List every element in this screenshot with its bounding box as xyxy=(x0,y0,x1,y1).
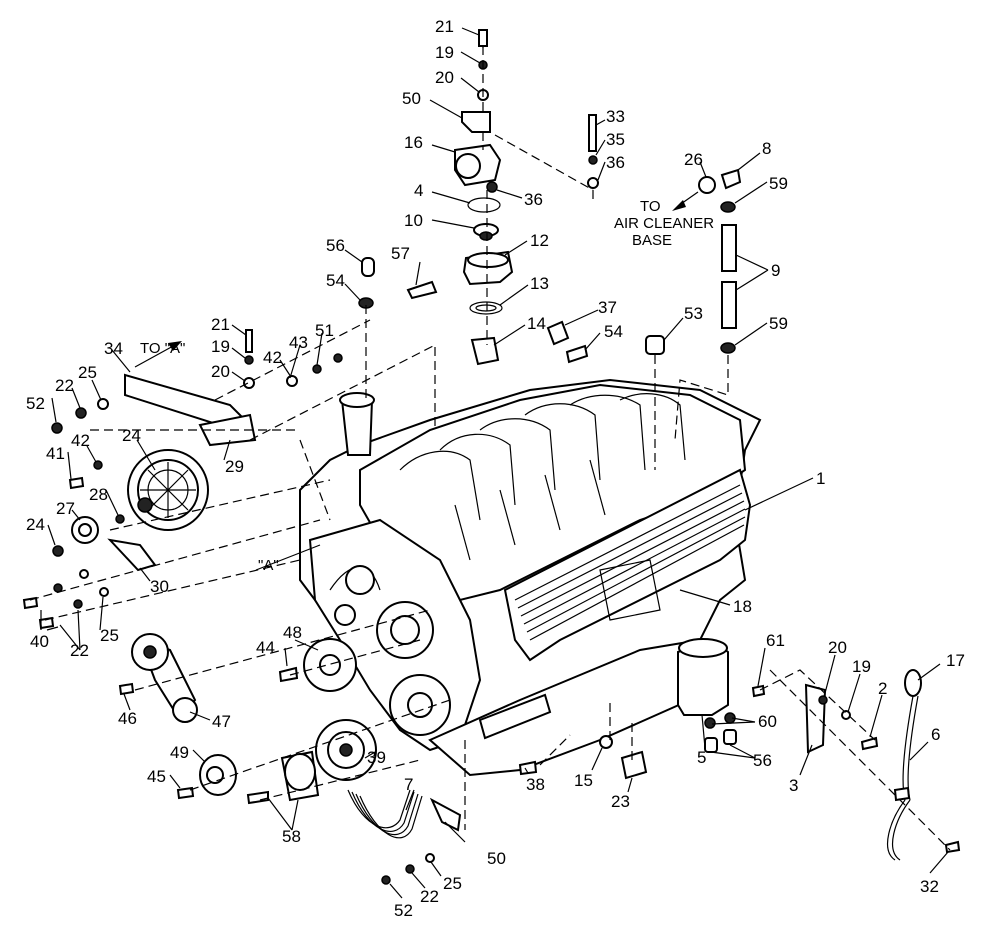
callout: 57 xyxy=(391,244,410,263)
callout: 37 xyxy=(598,298,617,317)
callout: 44 xyxy=(256,638,275,657)
callout: 23 xyxy=(611,792,630,811)
thermostat-stack xyxy=(406,29,599,366)
callout: 21 xyxy=(435,17,454,36)
callout: 32 xyxy=(920,877,939,896)
callout: 41 xyxy=(46,444,65,463)
callout: 25 xyxy=(78,363,97,382)
callout: 59 xyxy=(769,174,788,193)
callout: 56 xyxy=(326,236,345,255)
callout: 56 xyxy=(753,751,772,770)
callout: 22 xyxy=(420,887,439,906)
callout: 7 xyxy=(404,775,413,794)
callout: 28 xyxy=(89,485,108,504)
note-to-a: TO "A" xyxy=(140,340,185,357)
alternator xyxy=(52,449,209,572)
callout: 36 xyxy=(524,190,543,209)
callout: 42 xyxy=(71,431,90,450)
callout: 9 xyxy=(771,261,780,280)
lower-left-fasteners xyxy=(22,569,109,630)
callout: 8 xyxy=(762,139,771,158)
callout: 46 xyxy=(118,709,137,728)
callout: 26 xyxy=(684,150,703,169)
callout: 12 xyxy=(530,231,549,250)
breather-hose-assembly xyxy=(672,168,742,354)
callout: 48 xyxy=(283,623,302,642)
assembly-dashed-lines xyxy=(29,46,951,851)
callout: 16 xyxy=(404,133,423,152)
callout: 60 xyxy=(758,712,777,731)
callout: 58 xyxy=(282,827,301,846)
callout: 42 xyxy=(263,348,282,367)
callout: 10 xyxy=(404,211,423,230)
note-ref-a: "A" xyxy=(258,557,279,574)
callout: 40 xyxy=(30,632,49,651)
reference-notes: TO "A" TO AIR CLEANER BASE "A" xyxy=(140,198,714,574)
callout: 54 xyxy=(604,322,623,341)
callout: 52 xyxy=(394,901,413,920)
callout: 33 xyxy=(606,107,625,126)
callout: 54 xyxy=(326,271,345,290)
callout: 47 xyxy=(212,712,231,731)
callout: 51 xyxy=(315,321,334,340)
callout: 25 xyxy=(443,874,462,893)
callout: 20 xyxy=(828,638,847,657)
callout: 4 xyxy=(414,181,423,200)
note-to-air-2: AIR CLEANER xyxy=(614,215,714,232)
callout: 22 xyxy=(55,376,74,395)
note-to-air-1: TO xyxy=(640,198,661,215)
callout: 19 xyxy=(435,43,454,62)
callout: 50 xyxy=(487,849,506,868)
callout: 35 xyxy=(606,130,625,149)
callout: 24 xyxy=(122,426,141,445)
callout: 18 xyxy=(733,597,752,616)
callout: 2 xyxy=(878,679,887,698)
callout: 50 xyxy=(402,89,421,108)
callout: 24 xyxy=(26,515,45,534)
callout: 27 xyxy=(56,499,75,518)
callout: 14 xyxy=(527,314,546,333)
callout: 36 xyxy=(606,153,625,172)
callout: 61 xyxy=(766,631,785,650)
callout: 34 xyxy=(104,339,123,358)
callout: 20 xyxy=(435,68,454,87)
callout: 3 xyxy=(789,776,798,795)
leader-lines xyxy=(40,27,949,899)
alternator-bracket xyxy=(51,329,343,447)
callout: 19 xyxy=(852,657,871,676)
note-to-air-3: BASE xyxy=(632,232,672,249)
callout: 59 xyxy=(769,314,788,333)
callout-numbers: 21 19 20 50 33 35 36 16 4 36 10 12 26 8 … xyxy=(26,17,965,920)
callout: 39 xyxy=(367,748,386,767)
callout: 22 xyxy=(70,641,89,660)
valve-cover-ribs xyxy=(514,484,746,641)
callout: 49 xyxy=(170,743,189,762)
callout: 15 xyxy=(574,771,593,790)
callout: 1 xyxy=(816,469,825,488)
callout: 30 xyxy=(150,577,169,596)
callout: 45 xyxy=(147,767,166,786)
callout: 19 xyxy=(211,337,230,356)
callout: 13 xyxy=(530,274,549,293)
callout: 17 xyxy=(946,651,965,670)
callout: 25 xyxy=(100,626,119,645)
callout: 38 xyxy=(526,775,545,794)
engine-block xyxy=(299,378,762,777)
callout: 53 xyxy=(684,304,703,323)
callout: 52 xyxy=(26,394,45,413)
callout: 43 xyxy=(289,333,308,352)
callout: 29 xyxy=(225,457,244,476)
callout: 5 xyxy=(697,748,706,767)
callout: 20 xyxy=(211,362,230,381)
callout: 6 xyxy=(931,725,940,744)
callout: 21 xyxy=(211,315,230,334)
dipstick-assembly xyxy=(804,669,961,861)
